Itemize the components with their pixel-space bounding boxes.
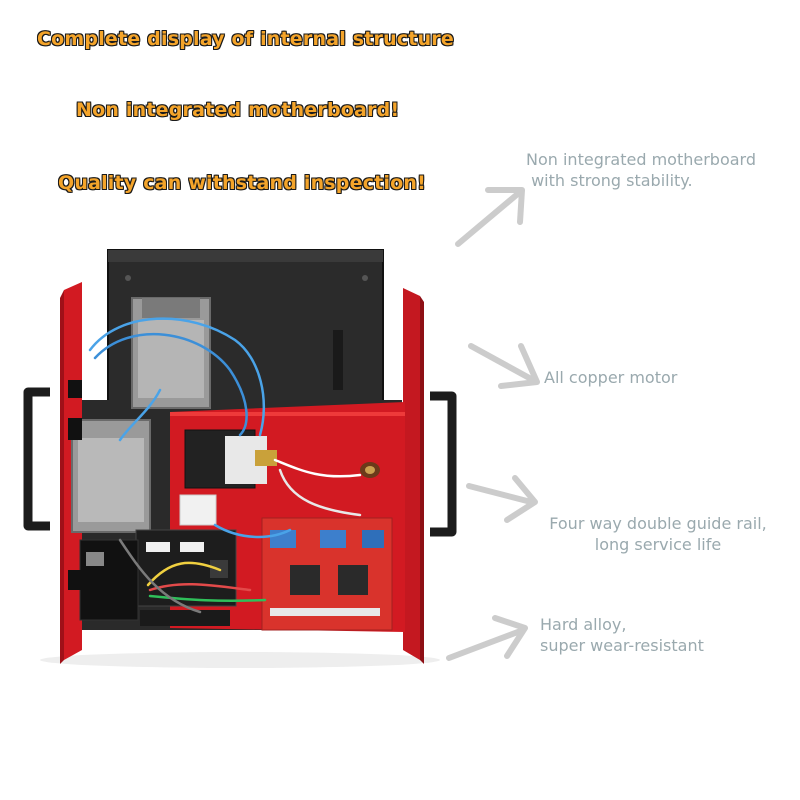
machine-internal-photo xyxy=(23,249,457,668)
arrow-down-right-icon xyxy=(468,343,540,389)
feature-motherboard: Non integrated motherboard with strong s… xyxy=(526,150,756,190)
feature-hard-alloy: Hard alloy, super wear-resistant xyxy=(540,615,704,655)
feature-guide-rail: Four way double guide rail, long service… xyxy=(549,514,767,554)
arrow-up-right-icon xyxy=(446,615,528,661)
headline-internal-structure: Complete display of internal structure xyxy=(37,28,454,50)
feature-copper-motor: All copper motor xyxy=(544,368,678,387)
headline-quality-inspection: Quality can withstand inspection! xyxy=(58,172,426,194)
arrow-up-right-icon xyxy=(455,187,525,247)
arrow-down-right-icon xyxy=(466,475,538,523)
headline-non-integrated-motherboard: Non integrated motherboard! xyxy=(76,99,400,121)
